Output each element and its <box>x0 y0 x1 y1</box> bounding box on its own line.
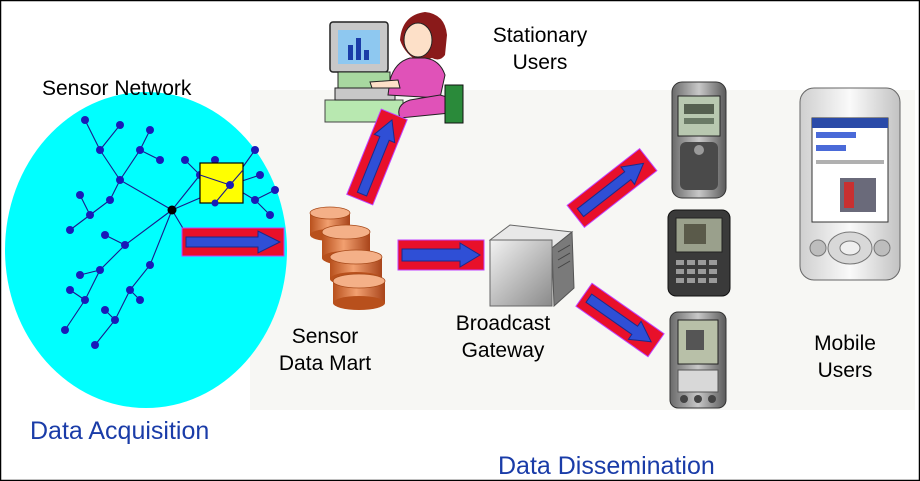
arrow-to-mobile-phone <box>566 147 658 229</box>
sensor-data-mart-line2: Data Mart <box>278 352 372 375</box>
broadcast-gateway-server-icon <box>488 224 575 308</box>
pocketpc-icon <box>799 87 901 281</box>
arrow-to-stationary-users <box>346 108 408 206</box>
mobile-users-line2: Users <box>817 359 873 382</box>
mobile-phone-icon <box>671 81 727 199</box>
sensor-data-mart-label: Sensor Data Mart <box>255 323 395 377</box>
database-stack-icon <box>309 206 386 310</box>
palm-pda-icon <box>669 311 727 409</box>
mobile-users-line1: Mobile <box>814 332 876 355</box>
broadcast-gateway-label: Broadcast Gateway <box>433 310 573 364</box>
sensor-network-label: Sensor Network <box>42 77 192 100</box>
data-dissemination-label: Data Dissemination <box>498 452 715 480</box>
mobile-users-label: Mobile Users <box>800 330 890 384</box>
arrow-to-broadcast-gateway <box>397 239 485 271</box>
data-acquisition-label: Data Acquisition <box>30 417 210 445</box>
stationary-users-line2: Users <box>512 51 568 74</box>
blackberry-icon <box>667 209 731 297</box>
cluster-highlight-box <box>199 162 244 207</box>
stationary-user-icon <box>324 12 464 124</box>
broadcast-gateway-line2: Gateway <box>461 339 545 362</box>
arrow-to-data-mart <box>181 227 285 257</box>
arrow-to-palm-device <box>575 282 665 358</box>
stationary-users-line1: Stationary <box>492 24 588 47</box>
broadcast-gateway-line1: Broadcast <box>455 312 551 335</box>
stationary-users-label: Stationary Users <box>470 22 610 76</box>
sensor-data-mart-line1: Sensor <box>291 325 359 348</box>
sink-node <box>167 205 177 215</box>
